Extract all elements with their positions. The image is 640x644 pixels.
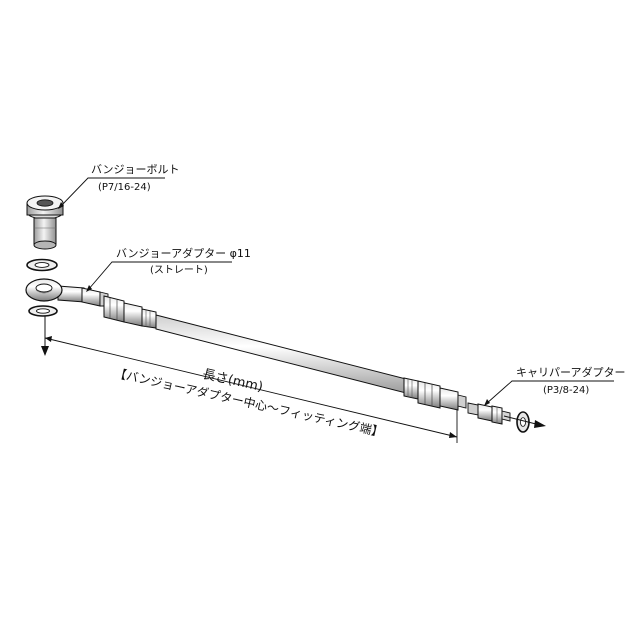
leader-banjo-bolt (58, 177, 165, 209)
banjo-bolt-spec: (P7/16-24) (98, 182, 151, 193)
caliper-adapter-label: キャリパーアダプター (516, 366, 626, 379)
banjo-adapter-label: バンジョーアダプター φ11 (116, 247, 251, 260)
lower-washer (28, 305, 58, 317)
length-dimension (44, 336, 458, 443)
hose-end-fitting-right (403, 377, 467, 411)
leader-banjo-adapter (86, 261, 232, 292)
caliper-adapter-spec: (P3/8-24) (543, 385, 590, 396)
brake-hose (155, 314, 411, 395)
banjo-adapter-spec: (ストレート) (150, 265, 208, 276)
banjo-eye (25, 278, 85, 303)
hose-end-fitting-left (103, 295, 157, 329)
caliper-adapter (467, 402, 511, 425)
caliper-axis-arrow (503, 415, 546, 428)
assembly-axis-arrow (41, 316, 49, 356)
banjo-bolt-label: バンジョーボルト (91, 163, 180, 176)
leader-caliper-adapter (484, 380, 614, 406)
upper-washer (26, 258, 58, 272)
banjo-bolt (26, 195, 64, 250)
